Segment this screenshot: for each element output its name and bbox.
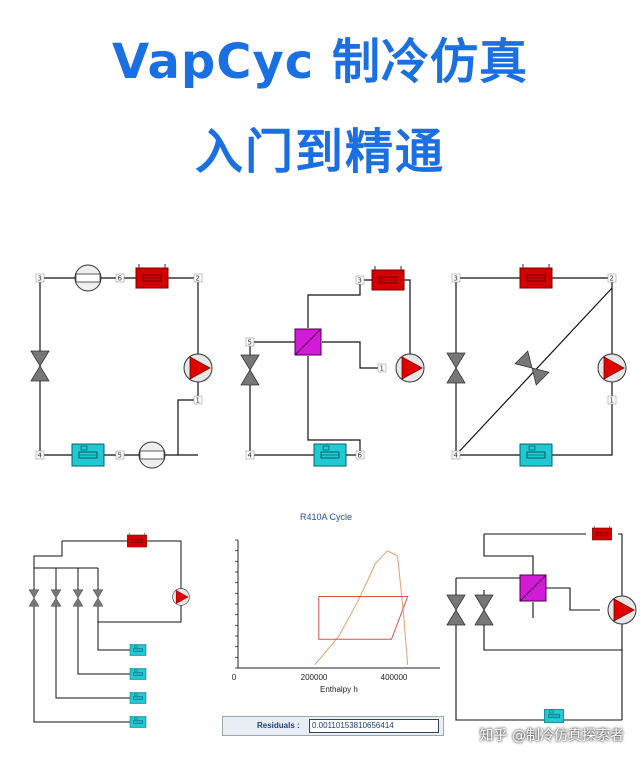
valve-icon: [446, 352, 466, 384]
heat-exchanger-icon: [294, 328, 322, 356]
valve-bank: [28, 589, 104, 607]
diagram-2-nodes: 3 5 1 4 6: [245, 275, 387, 460]
valve-icon: [446, 594, 466, 626]
series-line-1: [314, 550, 409, 666]
residuals-label: Residuals :: [257, 721, 300, 730]
diagram-3: [455, 277, 613, 456]
svg-text:1: 1: [610, 397, 614, 405]
diagram-1: [39, 277, 199, 456]
compressor-icon: [607, 595, 637, 625]
svg-text:5: 5: [248, 339, 252, 347]
condenser-icon: [371, 265, 405, 291]
svg-text:4: 4: [248, 452, 253, 460]
heat-exchanger-icon: [519, 574, 547, 602]
condenser-icon: [127, 532, 147, 548]
evaporator-icon: [313, 443, 347, 467]
svg-text:2: 2: [196, 275, 200, 283]
x-tick-label: 200000: [301, 673, 328, 682]
condenser-icon: [519, 263, 553, 289]
residuals-value-field[interactable]: 0.00110153810656414: [309, 719, 439, 733]
headline-line-1: VapCyc 制冷仿真: [112, 34, 528, 90]
diagram-3-nodes: 3 2 1 4: [451, 273, 617, 460]
evaporator-icon: [519, 443, 553, 467]
svg-text:6: 6: [358, 452, 363, 460]
condenser-icon: [135, 263, 169, 289]
chart-title: R410A Cycle: [300, 512, 352, 522]
watermark: 知乎 @制冷仿真探索者: [479, 728, 624, 744]
residuals-panel: Residuals : 0.00110153810656414: [222, 716, 444, 736]
valve-icon: [30, 350, 50, 382]
series-line-2: [318, 596, 409, 640]
y-tick-marks: [235, 539, 238, 669]
headline-line-2: 入门到精通: [194, 124, 445, 180]
evaporator-icon: [71, 443, 105, 467]
valve-icon: [240, 354, 260, 386]
separator-icon: [138, 441, 166, 469]
svg-text:3: 3: [454, 275, 458, 283]
compressor-icon: [172, 588, 190, 606]
expansion-device-icon: [74, 264, 102, 292]
cycle-chart: R410A Cycle 0 200000 400000 Enthalpy h: [232, 512, 440, 694]
svg-text:4: 4: [38, 452, 43, 460]
svg-text:5: 5: [118, 452, 122, 460]
svg-text:4: 4: [454, 452, 459, 460]
diagram-6: [455, 533, 623, 721]
svg-text:2: 2: [610, 275, 614, 283]
svg-text:1: 1: [196, 397, 200, 405]
compressor-icon: [183, 353, 213, 383]
compressor-icon: [395, 353, 425, 383]
condenser-icon: [592, 525, 612, 541]
diagram-4: [33, 540, 182, 723]
svg-text:3: 3: [358, 277, 362, 285]
evaporator-bank: [129, 644, 147, 728]
diagram-1-nodes: 3 6 2 1 4 5: [35, 273, 203, 460]
evaporator-icon: [544, 709, 564, 723]
x-tick-label: 0: [232, 673, 237, 682]
bypass-valve-icon: [514, 350, 550, 386]
svg-text:1: 1: [380, 365, 384, 373]
compressor-icon: [597, 353, 627, 383]
x-tick-label: 400000: [381, 673, 408, 682]
svg-text:3: 3: [38, 275, 42, 283]
x-axis-label: Enthalpy h: [320, 685, 358, 694]
valve-icon: [474, 594, 494, 626]
svg-text:6: 6: [118, 275, 123, 283]
